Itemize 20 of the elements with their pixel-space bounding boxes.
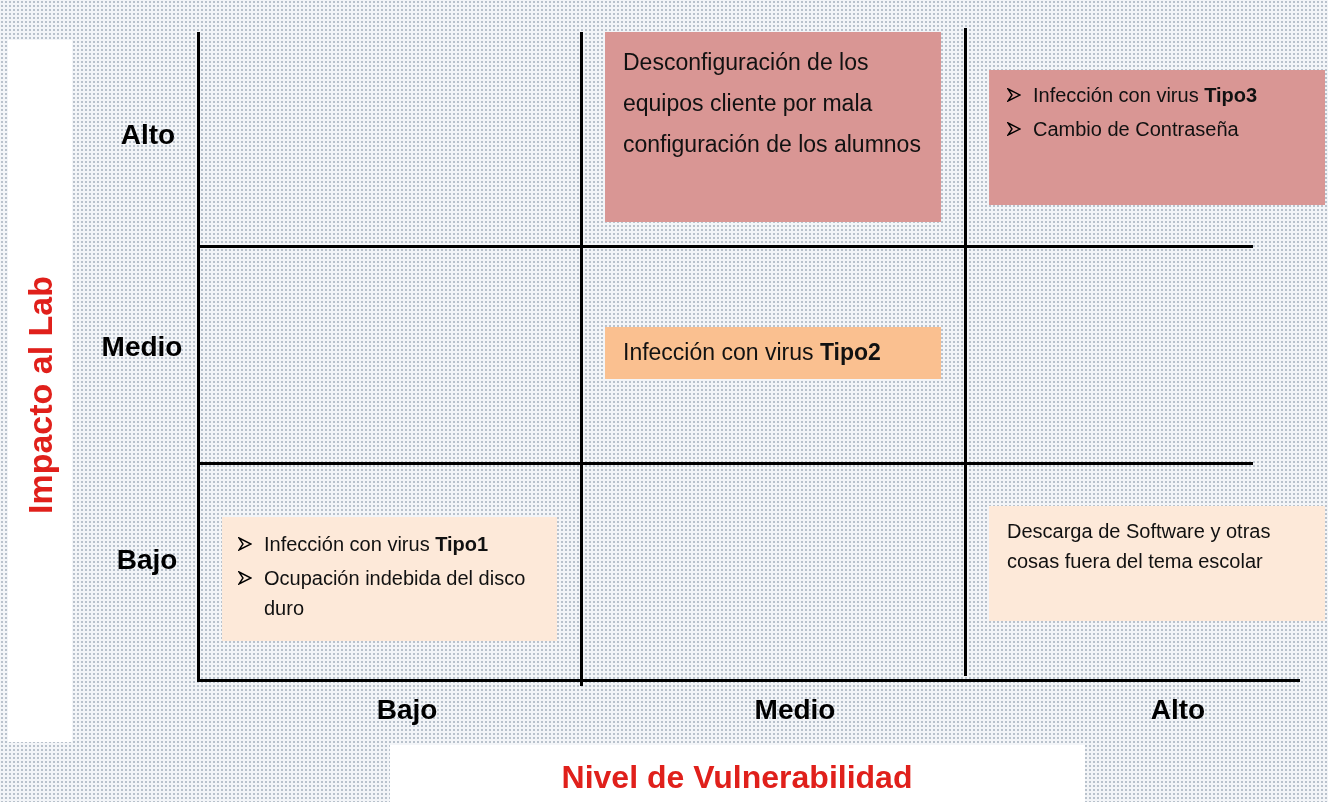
- risk-box: [989, 506, 1325, 621]
- list-item-text: Cambio de Contraseña: [1033, 117, 1239, 142]
- risk-box: [222, 517, 557, 641]
- risk-box: [605, 327, 941, 379]
- list-item-text: Ocupación indebida del disco duro: [264, 566, 527, 621]
- column-label: Medio: [754, 694, 836, 726]
- column-label: Alto: [1150, 694, 1206, 726]
- row-label: Bajo: [116, 544, 178, 576]
- risk-box: [605, 32, 941, 222]
- row-label: Medio: [101, 331, 183, 363]
- risk-text: Infección con virus Tipo2: [623, 338, 882, 367]
- list-item-text: Infección con virus Tipo1: [264, 532, 489, 557]
- row-label: Alto: [120, 119, 176, 151]
- axis-title: Nivel de Vulnerabilidad: [561, 758, 913, 796]
- list-item-text: Infección con virus Tipo3: [1033, 83, 1258, 108]
- risk-box: [989, 70, 1325, 205]
- axis-title: Impacto al Lab: [20, 275, 60, 515]
- column-label: Bajo: [376, 694, 438, 726]
- risk-text: Descarga de Software y otras cosas fuera del tema escolar: [1007, 519, 1272, 574]
- risk-text: Desconfiguración de los equipos cliente por mala configuración de los alumnos: [623, 48, 922, 159]
